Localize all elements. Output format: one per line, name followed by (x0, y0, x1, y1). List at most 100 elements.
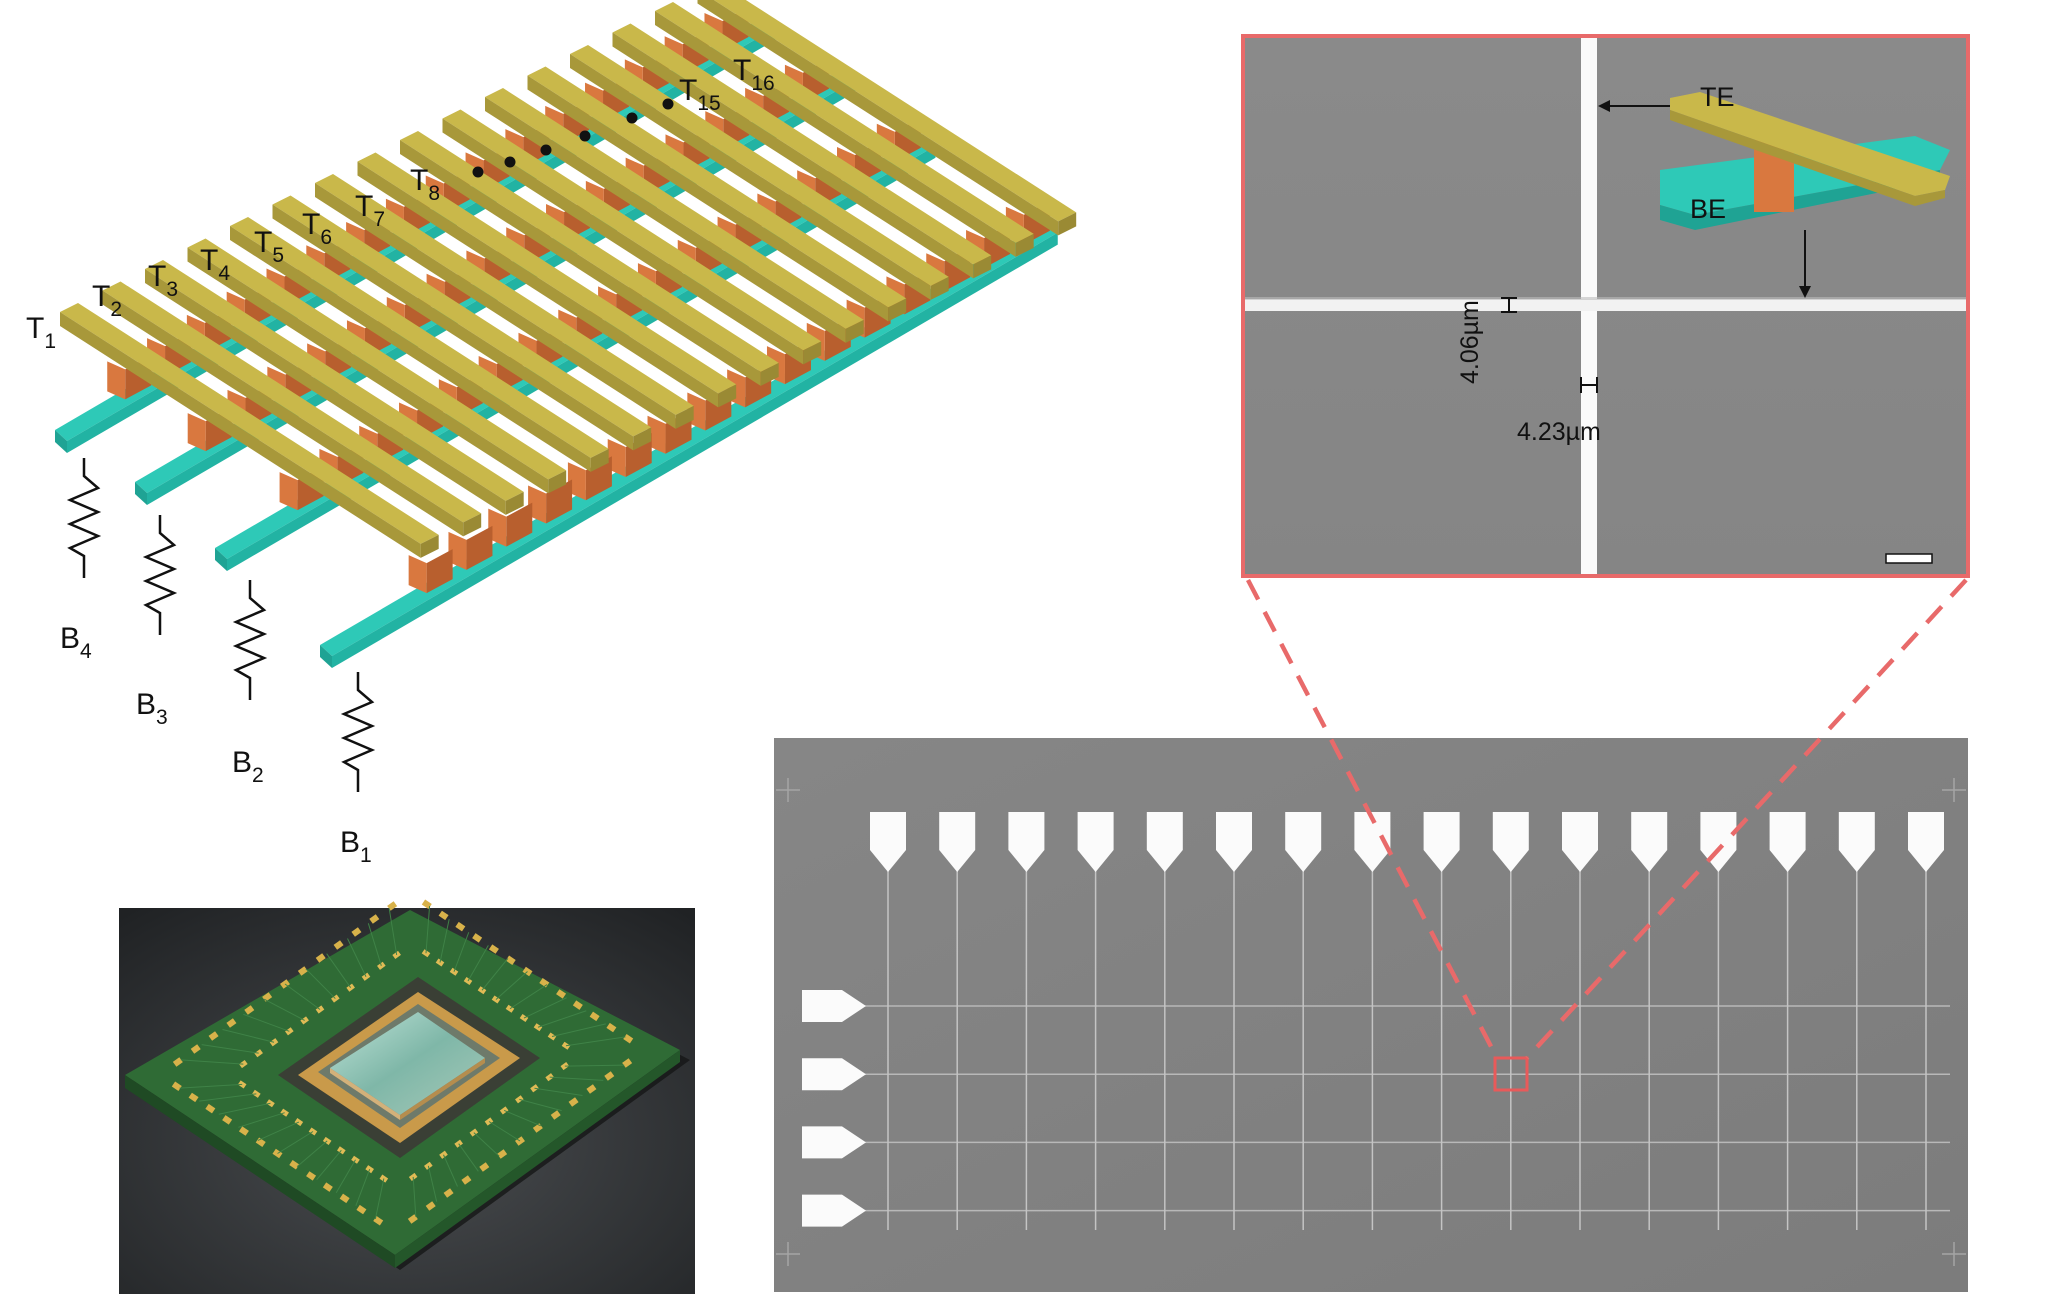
bottom-electrode-label: B3 (136, 688, 168, 729)
pcb-trace (523, 997, 567, 1019)
pcb-trace (509, 984, 548, 1010)
top-pad (1285, 812, 1322, 872)
top-electrode (485, 88, 864, 343)
top-pad (1423, 812, 1460, 872)
gold-pad (455, 921, 466, 932)
pcb-trace (284, 983, 321, 1010)
gold-pad (322, 1182, 333, 1192)
top-electrode (145, 260, 524, 515)
be-label: BE (1690, 194, 1726, 224)
gold-pad (369, 914, 380, 924)
sem-inset-border (1241, 34, 1970, 578)
width-vertical-label: 4.06µm (1456, 300, 1484, 384)
gold-pad (171, 1081, 182, 1091)
gold-pad (497, 1149, 508, 1159)
pcb-trace (551, 1023, 606, 1037)
gold-pad (604, 1071, 615, 1081)
switching-cell (488, 502, 533, 547)
ellipsis-dot (540, 144, 552, 156)
gold-pad (622, 1058, 633, 1068)
gold-pad (443, 1188, 454, 1198)
gold-pad (351, 927, 362, 937)
horizontal-width-marker (1580, 377, 1598, 393)
pcb-trace (180, 1059, 244, 1065)
ellipsis-dot (472, 166, 484, 178)
sem-inset: TE BE 4.06µm 4.23µm (1241, 34, 1970, 578)
top-electrode-label: T3 (148, 260, 178, 301)
gold-pad (461, 1175, 472, 1185)
top-pad (1077, 812, 1114, 872)
top-electrode (60, 303, 439, 558)
ellipsis-dot (626, 112, 638, 124)
gold-pad (222, 1115, 233, 1125)
pcb-trace (565, 1036, 626, 1047)
gold-pad (568, 1097, 579, 1107)
pcb-trace (257, 1121, 300, 1141)
pcb-trace (495, 971, 528, 1000)
pcb-trace (537, 1010, 587, 1028)
pcb-trace (481, 958, 509, 991)
gold-pad (589, 1011, 600, 1022)
gold-pad (623, 1034, 634, 1044)
zoom-indicator-lines (1246, 578, 1968, 1060)
top-electrode-label: T1 (26, 312, 56, 353)
top-electrode-pads (870, 812, 1944, 872)
resistor-symbol (340, 672, 376, 792)
scale-bar (1885, 553, 1933, 564)
pcb-trace (347, 938, 367, 977)
top-electrode (655, 2, 1034, 257)
top-electrode (442, 109, 822, 365)
left-pad (802, 1194, 866, 1227)
pcb-trace (222, 1029, 275, 1043)
sem-overview (774, 738, 1968, 1292)
pcb-trace (374, 1178, 385, 1220)
pcb-trace (467, 945, 489, 982)
gold-pad (208, 1031, 219, 1041)
top-pad (1631, 812, 1668, 872)
bottom-electrode-label: B1 (340, 826, 372, 867)
gold-pad (606, 1022, 617, 1033)
pcb-trace (277, 1131, 314, 1154)
gold-pad (315, 953, 326, 963)
gold-pad (190, 1044, 201, 1054)
top-pad (1908, 812, 1944, 872)
pcb-trace (473, 1132, 500, 1157)
gold-pad (226, 1018, 237, 1028)
pcb-trace (412, 1176, 417, 1217)
pcb-trace (243, 1013, 290, 1032)
pcb-trace (534, 1087, 583, 1096)
pcb-trace (355, 1168, 371, 1207)
cell-structure-icon (1660, 92, 1950, 230)
pcb-trace (199, 1093, 257, 1102)
gold-pad (238, 1126, 249, 1136)
pcb-trace (218, 1102, 271, 1115)
switching-cell (448, 525, 493, 570)
top-electrode-lines (887, 870, 1927, 1230)
top-pad (1769, 812, 1806, 872)
vertical-width-marker (1501, 297, 1517, 313)
gold-pad (572, 1000, 583, 1010)
pcb-trace (238, 1112, 285, 1128)
gold-pad (289, 1159, 300, 1170)
pcb-trace (296, 1140, 328, 1167)
top-pad (939, 812, 976, 872)
left-pad (802, 1126, 866, 1159)
ellipsis-dot (504, 156, 516, 168)
resistor-symbol (142, 515, 178, 635)
top-pad (1354, 812, 1391, 872)
pcb-trace (425, 906, 431, 954)
gold-pad (438, 910, 449, 921)
top-electrode (272, 195, 652, 451)
top-electrode (187, 238, 567, 494)
gold-pad (205, 1103, 216, 1114)
pcb-trace (367, 923, 382, 966)
chip-package-photo (119, 899, 695, 1294)
pcb-trace (519, 1098, 562, 1112)
gold-pad (488, 944, 499, 954)
top-pad (1008, 812, 1045, 872)
top-pad (1492, 812, 1529, 872)
pcb-trace (201, 1044, 259, 1054)
